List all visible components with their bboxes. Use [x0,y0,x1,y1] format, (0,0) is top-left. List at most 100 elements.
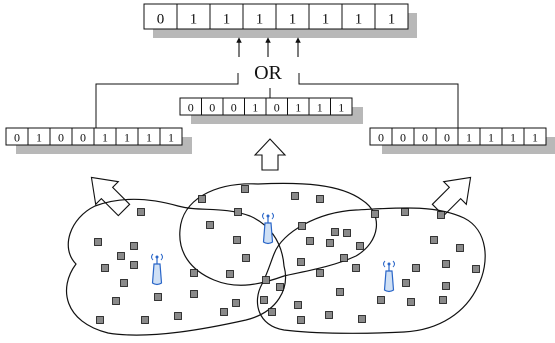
sensor-node-icon [297,258,305,266]
sensor-node-icon [439,296,447,304]
bit-value: 1 [338,100,344,114]
bit-value: 0 [209,100,215,114]
bit-value: 1 [190,12,198,28]
bit-cell [159,127,183,146]
bit-value: 0 [378,130,384,144]
bit-value: 1 [388,12,396,28]
sensor-node-icon [96,316,104,324]
sensor-node-icon [371,210,379,218]
sensor-node-icon [356,242,364,250]
bit-cell [523,127,547,146]
sensor-node-icon [343,229,351,237]
sensor-node-icon [112,297,120,305]
sensor-node-icon [472,265,480,273]
bit-value: 1 [252,100,258,114]
bit-cell [374,3,409,30]
sensor-node-icon [377,296,385,304]
hollow-up-arrow-icon [431,176,472,217]
bit-cell [242,3,277,30]
bit-value: 0 [274,100,280,114]
bit-value: 0 [80,130,86,144]
radio-tower-icon [151,253,163,286]
sensor-node-icon [260,296,268,304]
sensor-node-icon [190,290,198,298]
sensor-node-icon [291,192,299,200]
sensor-node-icon [120,279,128,287]
sensor-node-icon [316,269,324,277]
sensor-node-icon [234,208,242,216]
bit-value: 0 [444,130,450,144]
bit-value: 0 [231,100,237,114]
sensor-node-icon [437,211,445,219]
sensor-node-icon [233,236,241,244]
network-regions [65,182,486,336]
sensor-node-icon [294,301,302,309]
bit-value: 1 [532,130,538,144]
bit-value: 0 [400,130,406,144]
sensor-node-icon [442,260,450,268]
sensor-node-icon [94,238,102,246]
bit-cell [209,3,244,30]
hollow-up-arrow-icon [90,176,131,217]
bit-value: 1 [510,130,516,144]
sensor-node-icon [220,308,228,316]
bit-value: 0 [422,130,428,144]
base-stations [151,212,395,293]
radio-tower-icon [262,212,274,245]
bit-cell [143,3,178,30]
sensor-node-icon [226,270,234,278]
left-connector-line [95,73,239,128]
sensor-node-icon [407,298,415,306]
sensor-node-icon [190,269,198,277]
sensor-node-icon [174,312,182,320]
sensor-node-icon [276,283,284,291]
bit-value: 0 [188,100,194,114]
sensor-node-icon [352,264,360,272]
sensor-node-icon [298,222,306,230]
sensor-node-icon [154,293,162,301]
region-right [256,207,486,334]
sensor-node-icon [130,261,138,269]
sensor-node-icon [442,282,450,290]
sensor-node-icon [232,299,240,307]
sensor-node-icon [101,264,109,272]
sensor-node-icon [316,195,324,203]
sensor-node-icon [358,315,366,323]
bit-value: 1 [36,130,42,144]
sensor-node-icon [141,316,149,324]
bit-cell [275,3,310,30]
sensor-nodes [94,185,480,324]
sensor-node-icon [325,311,333,319]
sensor-node-icon [331,228,339,236]
radio-tower-icon [383,260,395,293]
bit-value: 1 [289,12,297,28]
or-operator-label: OR [254,62,282,84]
bit-value: 1 [488,130,494,144]
region-middle [179,182,377,286]
sensor-node-icon [402,279,410,287]
bit-value: 1 [223,12,231,28]
bit-value: 1 [355,12,363,28]
bit-value: 1 [256,12,264,28]
bit-value: 0 [157,12,165,28]
bit-value: 1 [124,130,130,144]
sensor-node-icon [401,208,409,216]
or-input-arrows [236,37,301,57]
sensor-node-icon [130,242,138,250]
hollow-up-arrow-icon [253,138,287,171]
sensor-node-icon [456,244,464,252]
bit-cell [330,97,353,116]
bit-value: 1 [168,130,174,144]
sensor-node-icon [268,308,276,316]
sensor-node-icon [117,252,125,260]
region-left [65,198,287,336]
sensor-node-icon [306,237,314,245]
bit-value: 0 [58,130,64,144]
sensor-node-icon [242,254,250,262]
sensor-node-icon [241,185,249,193]
right-connector-line [298,73,459,128]
sensor-node-icon [340,254,348,262]
